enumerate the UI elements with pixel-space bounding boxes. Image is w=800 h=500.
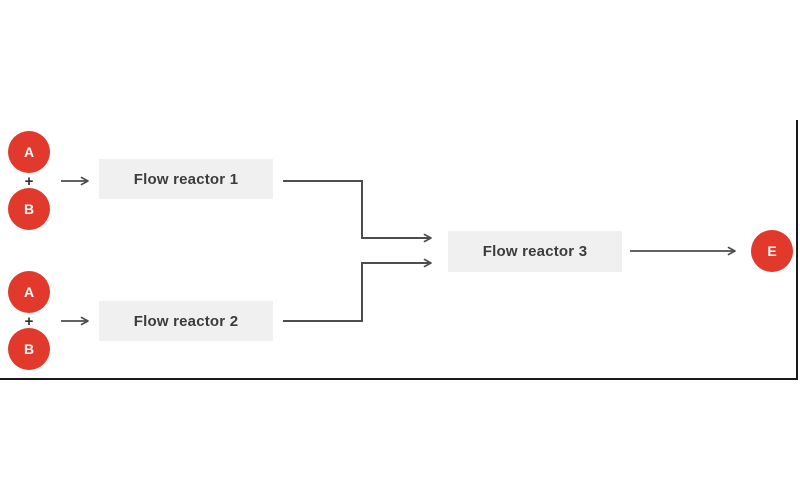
plus-operator-group1: +: [19, 171, 39, 191]
connector-reactor2-to-reactor3: [283, 258, 432, 322]
flow-reactor-1-label: Flow reactor 1: [133, 170, 239, 188]
reagent-a-label: A: [23, 144, 35, 160]
connector-reactor1-to-reactor3: [283, 180, 432, 243]
reagent-b-circle-group1: B: [8, 188, 50, 230]
reagent-a-label: A: [23, 284, 35, 300]
flow-reactor-2-box: Flow reactor 2: [99, 301, 273, 341]
plus-operator-group2: +: [19, 311, 39, 331]
product-e-circle: E: [751, 230, 793, 272]
reagent-b-circle-group2: B: [8, 328, 50, 370]
reagent-b-label: B: [23, 201, 35, 217]
reagent-a-circle-group2: A: [8, 271, 50, 313]
flow-reactor-1-box: Flow reactor 1: [99, 159, 273, 199]
frame-border: [0, 120, 798, 380]
reagent-b-label: B: [23, 341, 35, 357]
product-e-label: E: [767, 243, 777, 259]
plus-label: +: [24, 312, 34, 330]
flow-reactor-2-label: Flow reactor 2: [133, 312, 239, 330]
reagent-a-circle-group1: A: [8, 131, 50, 173]
flow-reactor-3-label: Flow reactor 3: [482, 243, 588, 260]
plus-label: +: [24, 172, 34, 190]
flow-reactor-3-box: Flow reactor 3: [448, 231, 622, 272]
